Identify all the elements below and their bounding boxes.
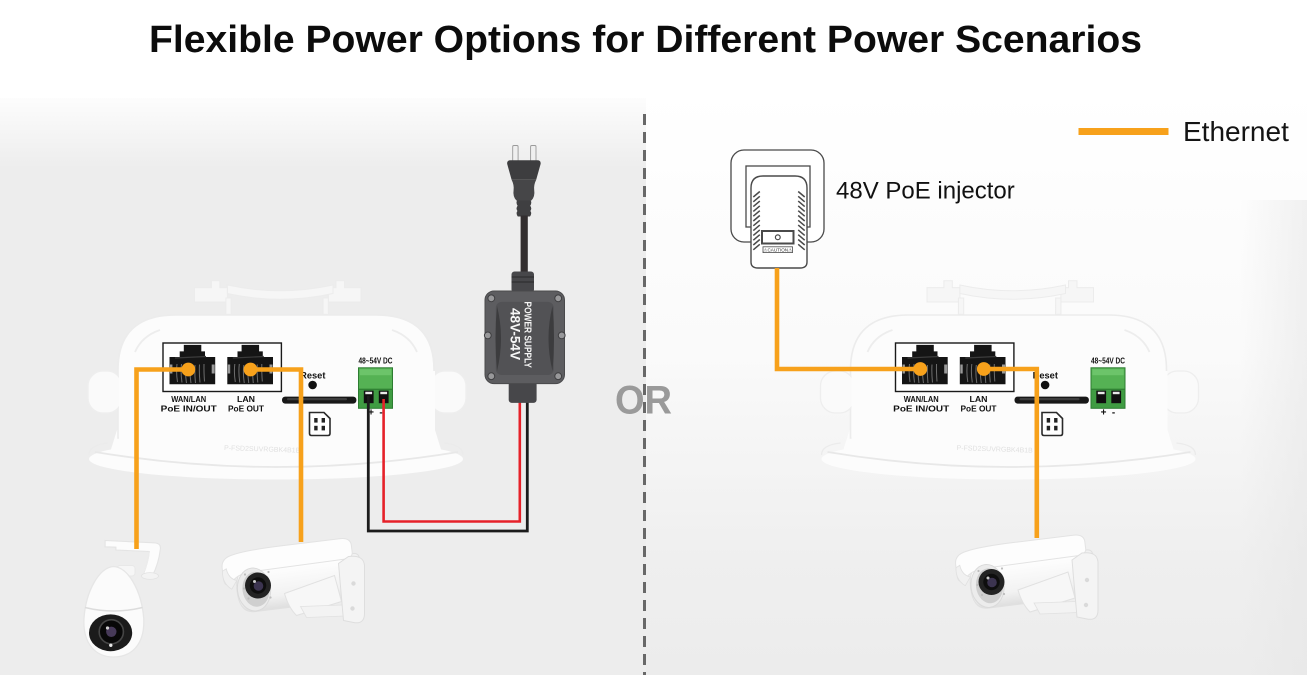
svg-text:Flexible Power Options for Dif: Flexible Power Options for Different Pow…: [149, 19, 1142, 61]
svg-text:48V PoE injector: 48V PoE injector: [836, 178, 1015, 205]
svg-text:PoE IN/OUT: PoE IN/OUT: [161, 404, 217, 413]
svg-text:+: +: [368, 408, 374, 419]
svg-text:48V-54V: 48V-54V: [508, 308, 524, 361]
svg-text:Reset: Reset: [300, 371, 325, 381]
svg-text:-: -: [379, 408, 382, 419]
svg-text:WAN/LAN: WAN/LAN: [171, 395, 206, 404]
svg-text:OR: OR: [615, 379, 672, 423]
svg-text:P-FSD2SUVRGBK4B1B: P-FSD2SUVRGBK4B1B: [224, 445, 301, 455]
svg-text:Ethernet: Ethernet: [1183, 116, 1289, 147]
svg-text:⚠CAUTION⚠: ⚠CAUTION⚠: [763, 247, 793, 252]
svg-text:PoE OUT: PoE OUT: [228, 404, 264, 413]
svg-text:LAN: LAN: [237, 395, 255, 404]
svg-text:48~54V DC: 48~54V DC: [359, 356, 393, 366]
svg-text:POWER SUPPLY: POWER SUPPLY: [522, 302, 534, 369]
